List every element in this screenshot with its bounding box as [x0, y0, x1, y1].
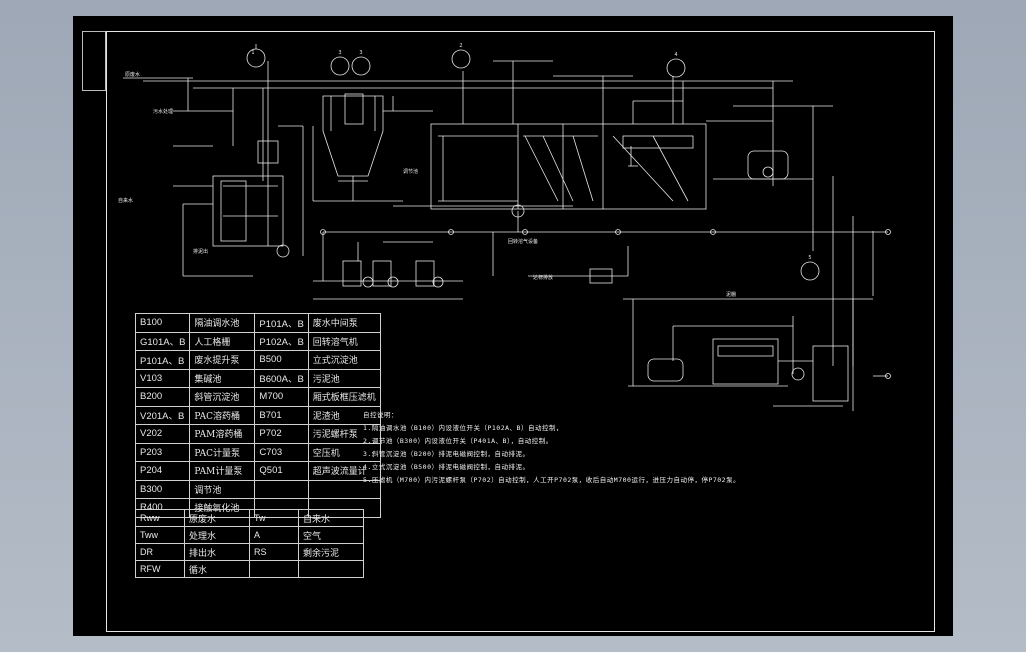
notes-line: 1.隔油调水池（B100）内设液位开关（P102A、B）自动控制，	[363, 424, 563, 432]
label-airwater: 回转溶气设备	[508, 238, 538, 245]
instrument-4-label: 4	[674, 52, 677, 58]
drawing-frame	[106, 31, 935, 632]
dosing-tank-1	[342, 260, 362, 287]
label-sludge-out: 排泥出	[193, 248, 208, 255]
instrument-3a-label: 3	[338, 50, 341, 56]
dosing-tank-2	[372, 260, 392, 287]
notes-line: 4.立式沉淀池（B500）排泥电磁阀控制，自动排泥。	[363, 463, 530, 471]
filter-press	[712, 338, 779, 385]
tank-b500	[322, 95, 384, 177]
sludge-tank-right	[747, 150, 789, 180]
title-strip	[82, 31, 106, 91]
notes-line: 2.调节池（B300）内设液位开关（P401A、B），自动控制。	[363, 437, 553, 445]
dosing-tank-3	[415, 260, 435, 287]
sludge-pit	[812, 345, 849, 402]
tank-b100	[212, 175, 284, 247]
control-notes: 自控说明： 1.隔油调水池（B100）内设液位开关（P102A、B）自动控制， …	[363, 409, 740, 487]
tank-b200-b300	[430, 123, 707, 210]
instrument-3b-label: 3	[359, 50, 362, 56]
instrument-bubbles	[246, 44, 820, 281]
instrument-2-label: 2	[459, 43, 462, 49]
label-discharge: 达标排放	[533, 274, 553, 281]
notes-line: 3.斜管沉淀池（B200）排泥电磁阀控制，自动排泥。	[363, 450, 530, 458]
pump-p101	[276, 244, 290, 258]
process-flow-diagram: 1 3 3 2 4 5 原废水 自来水 排泥出 调节池 泥棚 回转溶气设备 达标…	[118, 43, 891, 411]
air-dissolving-pump	[511, 204, 525, 218]
label-raw-water: 原废水	[125, 71, 140, 78]
sludge-screw-pump	[791, 367, 805, 381]
notes-line: 5.压滤机（M700）内污泥螺杆泵（P702）自动控制，人工开P702泵，收后自…	[363, 476, 741, 484]
label-equalization: 调节池	[403, 168, 418, 175]
air-compressor	[647, 358, 684, 382]
label-tap-water: 自来水	[118, 197, 133, 204]
label-ww: 污水处理	[153, 108, 173, 115]
label-sludge-shed: 泥棚	[726, 291, 736, 298]
instrument-5-label: 5	[808, 255, 811, 261]
drawing-sheet: 1 3 3 2 4 5 原废水 自来水 排泥出 调节池 泥棚 回转溶气设备 达标…	[73, 16, 953, 636]
notes-title: 自控说明：	[363, 411, 398, 419]
instrument-1-label: 1	[251, 50, 254, 56]
